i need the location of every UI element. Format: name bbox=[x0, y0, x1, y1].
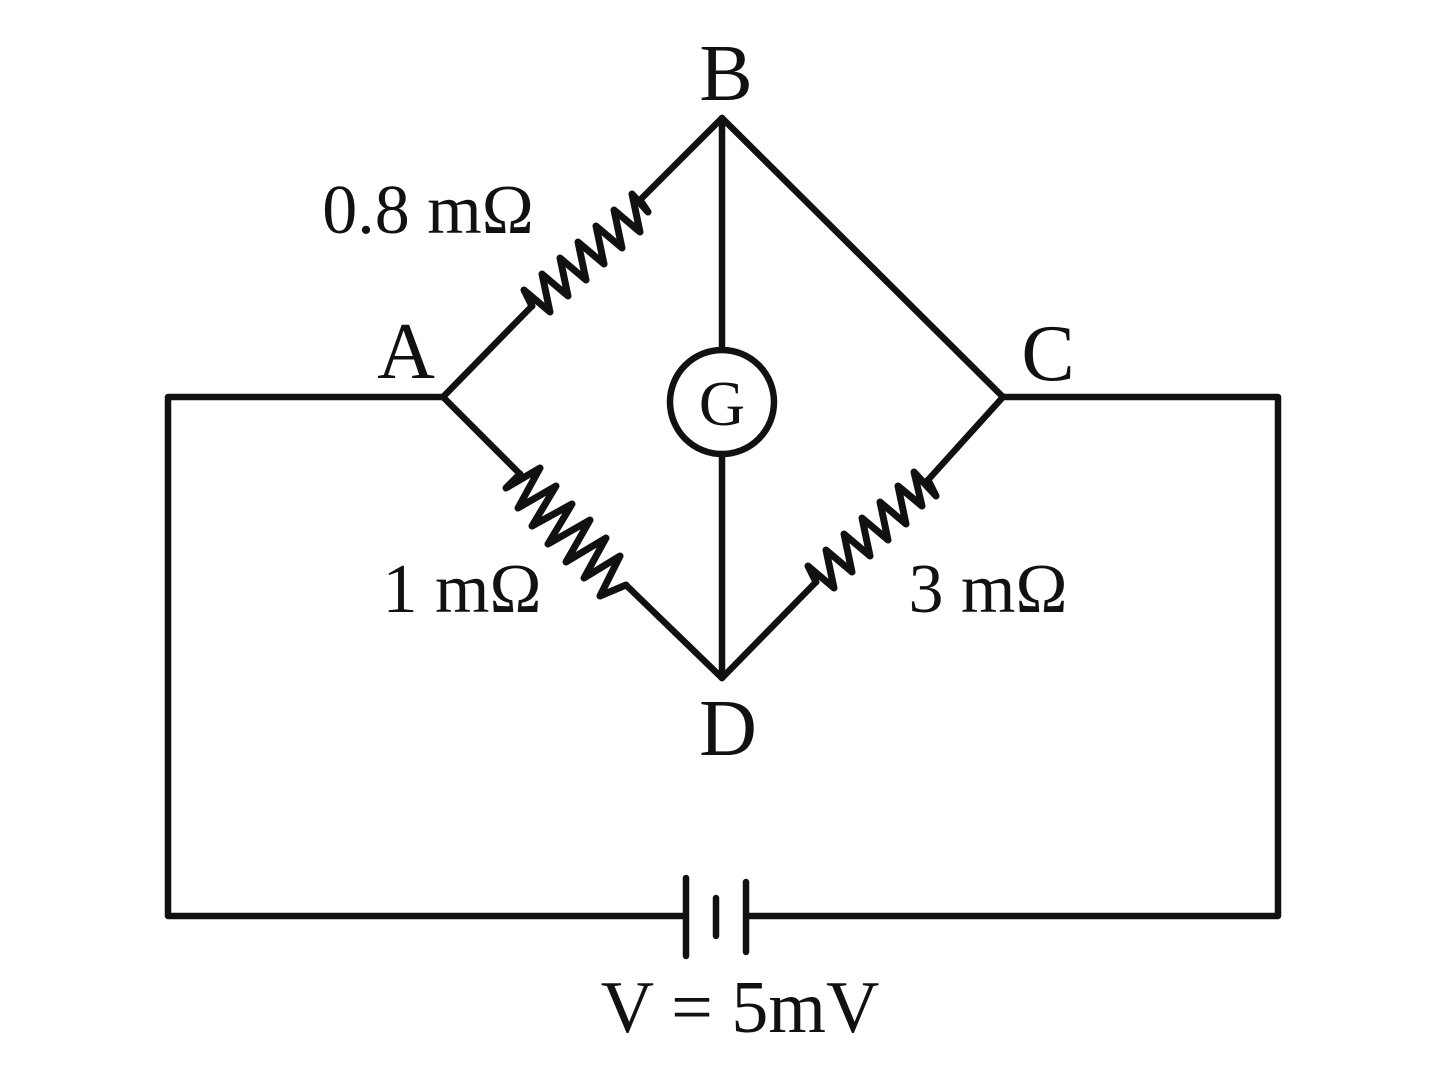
resistor-ad bbox=[439, 393, 726, 682]
resistor-dc-zigzag bbox=[804, 468, 940, 592]
node-label-d: D bbox=[699, 685, 757, 773]
node-label-b: B bbox=[699, 30, 752, 118]
resistor-ad-value: 1 mΩ bbox=[383, 551, 542, 628]
resistor-ab-value: 0.8 mΩ bbox=[322, 172, 533, 249]
node-label-c: C bbox=[1021, 310, 1074, 398]
galvanometer-circle-icon bbox=[666, 346, 778, 458]
wire-a-to-left bbox=[164, 393, 688, 920]
wire-b-to-c bbox=[718, 114, 1007, 401]
resistor-ad-zigzag bbox=[502, 464, 630, 600]
battery-voltage-label: V = 5mV bbox=[601, 967, 880, 1049]
galvanometer: G bbox=[666, 346, 778, 458]
wire-c-to-right bbox=[744, 393, 1282, 920]
resistor-dc-value: 3 mΩ bbox=[909, 551, 1068, 628]
node-label-a: A bbox=[377, 308, 435, 396]
resistor-dc bbox=[718, 393, 1007, 682]
resistor-ab bbox=[439, 114, 726, 401]
galvanometer-label: G bbox=[699, 368, 745, 439]
resistor-ab-zigzag bbox=[520, 190, 652, 316]
battery-icon bbox=[682, 874, 750, 960]
